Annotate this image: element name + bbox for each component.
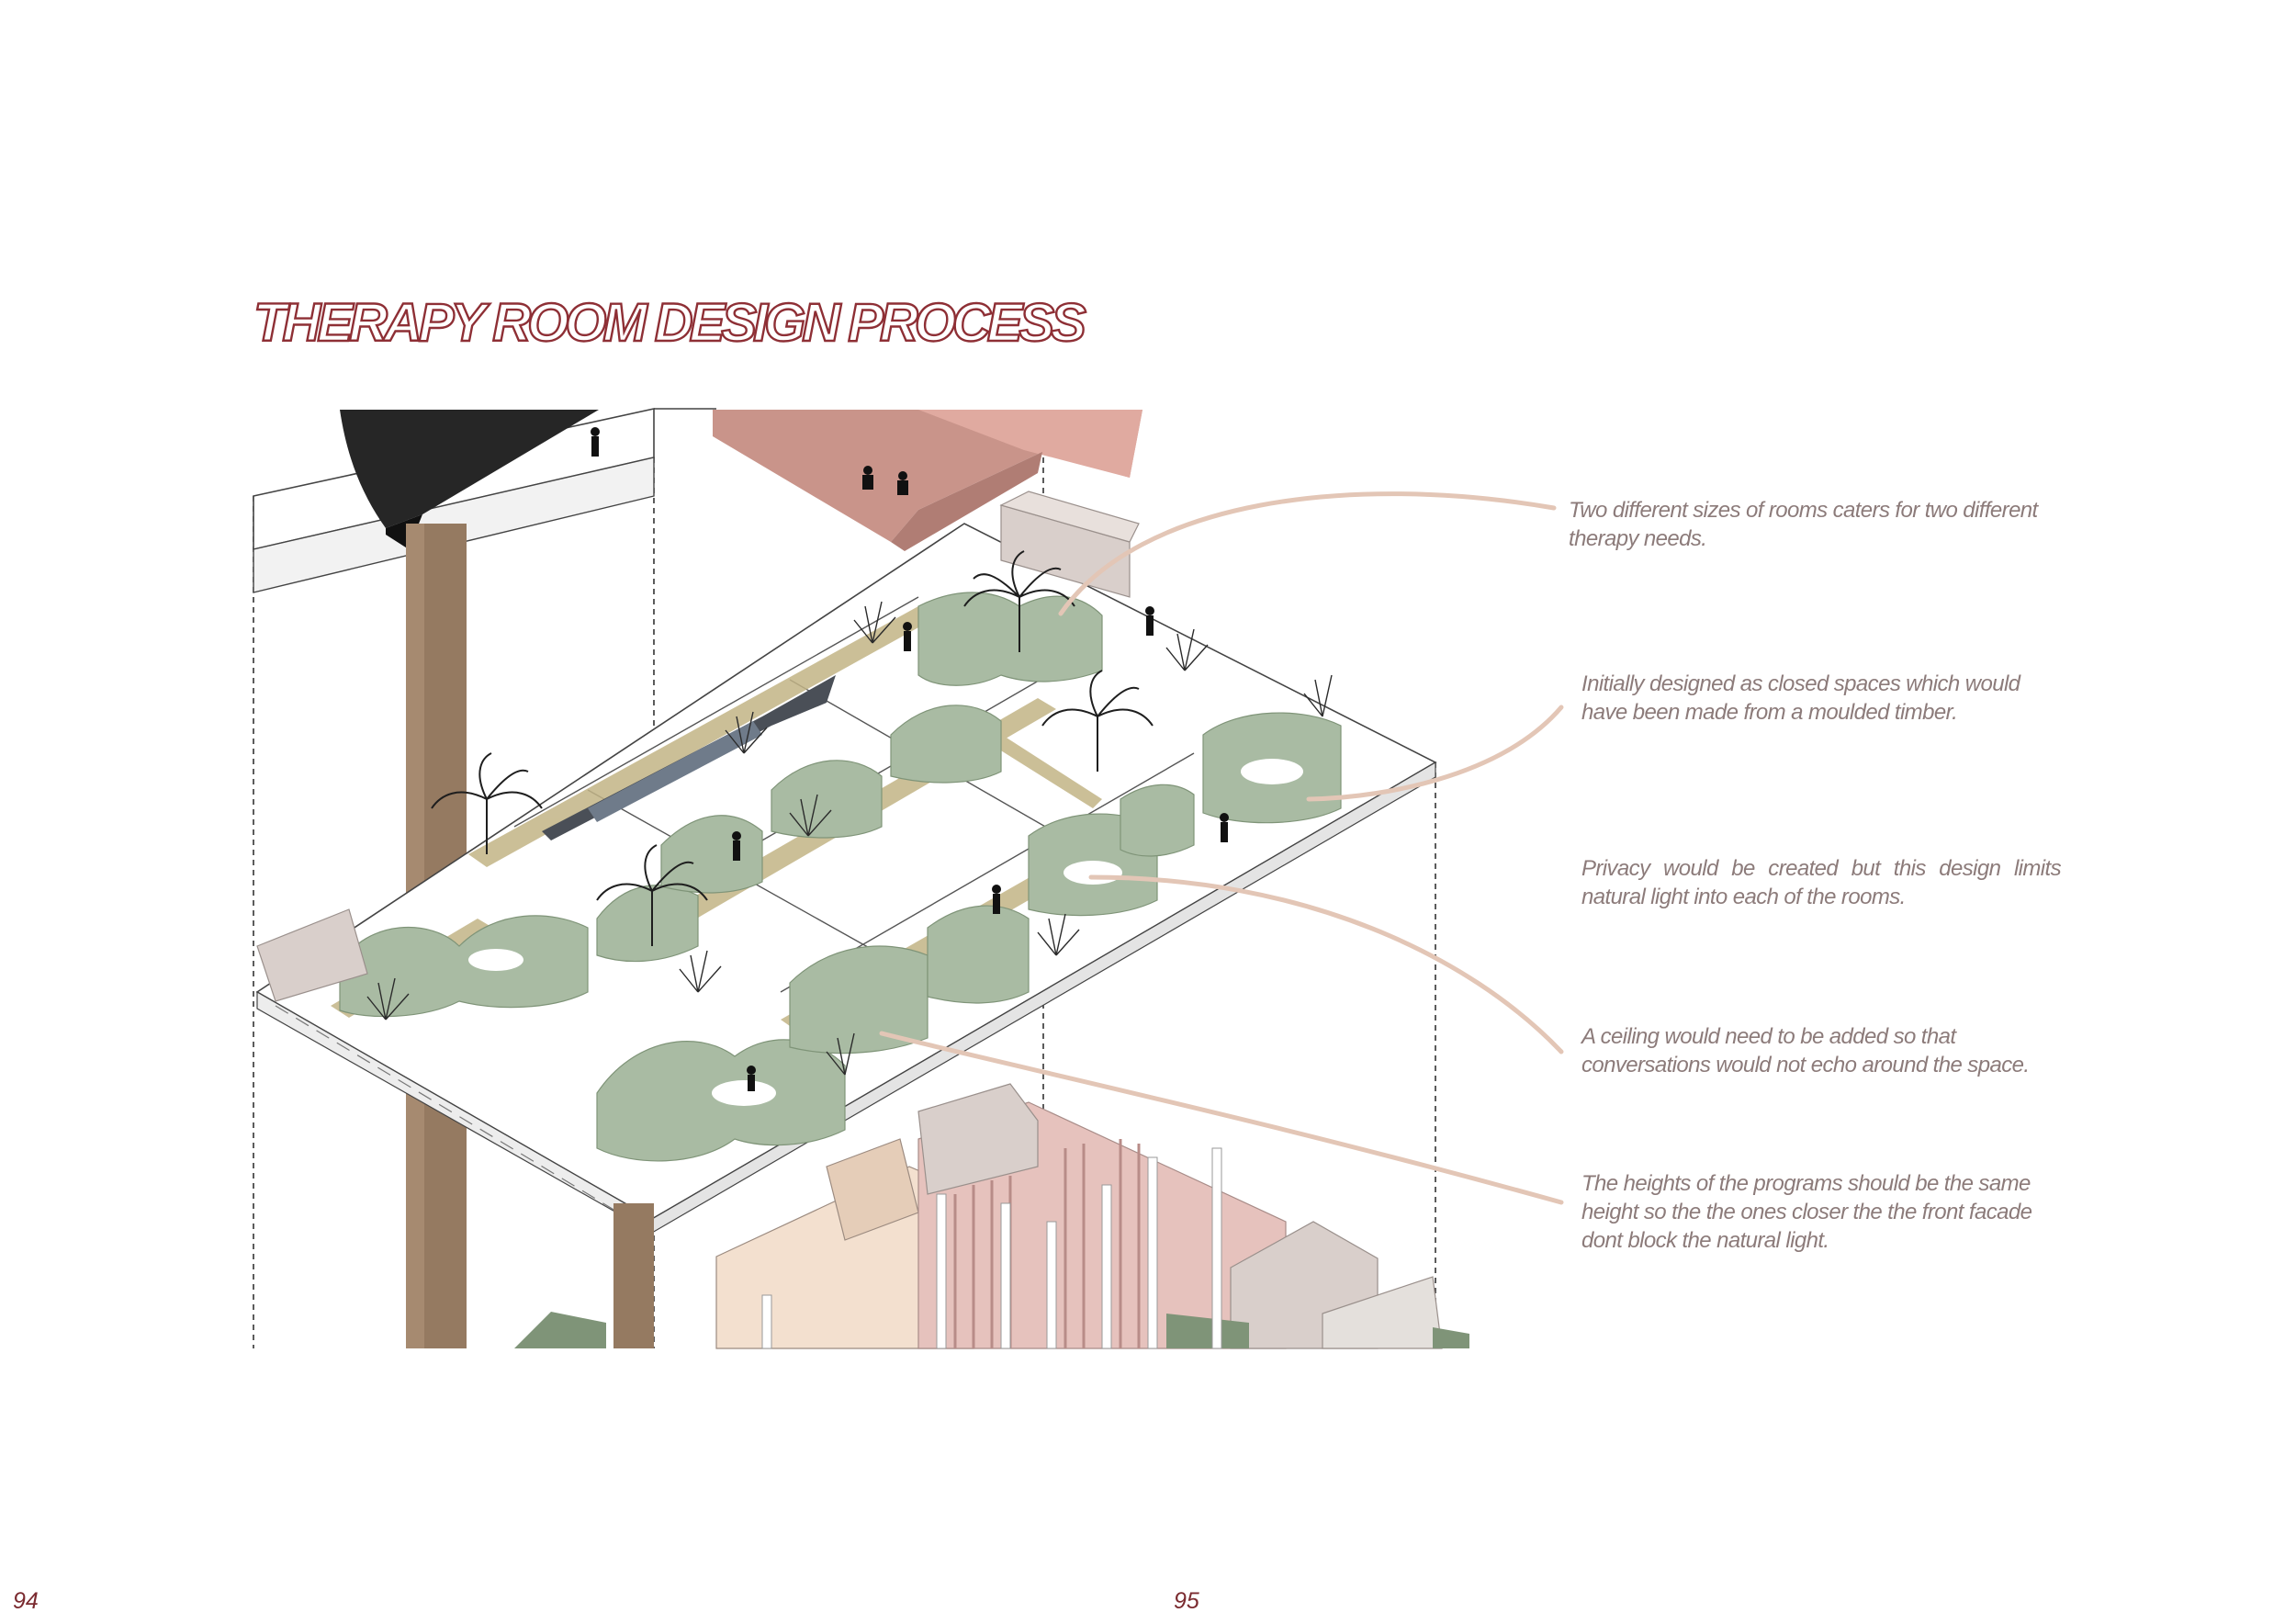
- annotation-ceiling-echo: A ceiling would need to be added so that…: [1581, 1024, 2030, 1077]
- annotation-leaders: [879, 491, 1564, 1205]
- bench-feature: [542, 675, 836, 840]
- black-ceiling-form: [340, 410, 599, 549]
- annotation-room-sizes: Two different sizes of rooms caters for …: [1569, 498, 2038, 551]
- shrubs: [366, 601, 1333, 1076]
- annotation-closed-spaces: Initially designed as closed spaces whic…: [1581, 671, 2020, 725]
- page-title: THERAPY ROOM DESIGN PROCESS: [253, 292, 1087, 354]
- page-number-left: 94: [13, 1588, 39, 1614]
- annotation-privacy-light: Privacy would be created but this design…: [1581, 856, 2062, 909]
- lower-level-programs: [514, 1083, 1469, 1349]
- terracotta-roof: [713, 410, 1142, 551]
- annotation-program-heights: The heights of the programs should be th…: [1581, 1171, 2032, 1253]
- therapy-floor-slab: [255, 523, 1437, 1235]
- palm-trees: [431, 550, 1154, 946]
- page-number-right: 95: [1174, 1588, 1199, 1614]
